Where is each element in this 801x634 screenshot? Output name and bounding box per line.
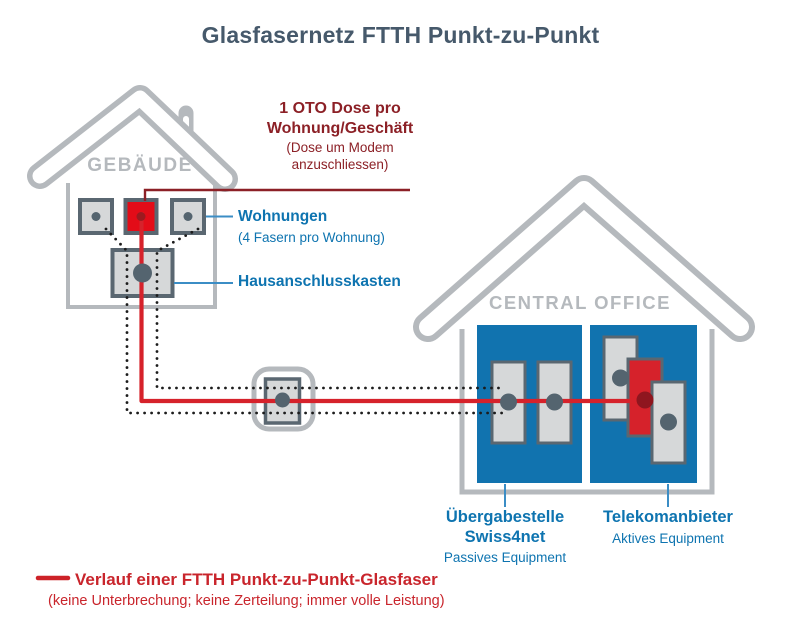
wohnungen-sublabel: (4 Fasern pro Wohnung) — [238, 230, 385, 245]
dot-active-1 — [612, 369, 629, 387]
oto-note: 1 OTO Dose pro Wohnung/Geschäft (Dose um… — [267, 99, 413, 173]
dot-passive-2 — [546, 393, 563, 411]
dot-active-2 — [660, 413, 677, 431]
oto-note-sub-line2: anzuschliessen) — [291, 157, 389, 172]
legend-subtitle: (keine Unterbrechung; keine Zerteilung; … — [48, 593, 445, 609]
diagram-title: Glasfasernetz FTTH Punkt-zu-Punkt — [201, 22, 600, 48]
dot-passive-1 — [500, 393, 517, 411]
dot-oto-left — [91, 212, 101, 221]
hausanschlusskasten-label: Hausanschlusskasten — [238, 273, 401, 290]
provider-label: Telekomanbieter — [603, 508, 733, 526]
dot-active-highlighted — [636, 391, 654, 409]
oto-socket-left — [78, 198, 114, 235]
fiber-dotted-line-a — [104, 227, 505, 415]
handover-label-line1: Übergabestelle — [445, 508, 565, 526]
label-connectors — [174, 215, 669, 507]
building-roof-hollow — [32, 90, 233, 187]
oto-note-sub-line1: (Dose um Modem — [286, 140, 394, 155]
oto-note-title-line2: Wohnung/Geschäft — [266, 120, 414, 137]
fiber-bundle-dotted-lines — [104, 227, 505, 415]
connection-dots — [91, 212, 677, 431]
provider-label-block: Telekomanbieter Aktives Equipment — [603, 508, 733, 547]
central-office-roof-hollow — [419, 181, 749, 336]
oto-note-title-line1: 1 OTO Dose pro — [279, 100, 401, 117]
central-office-label: CENTRAL OFFICE — [488, 292, 672, 313]
wohnungen-label: Wohnungen — [238, 208, 328, 225]
dot-hausanschlusskasten — [133, 263, 152, 283]
dot-junction — [275, 392, 290, 408]
connector-oto-note — [143, 188, 410, 201]
handover-label-block: Übergabestelle Swiss4net Passives Equipm… — [444, 508, 566, 566]
central-office-walls — [459, 329, 715, 495]
provider-sublabel: Aktives Equipment — [612, 530, 724, 546]
fiber-dotted-line-b — [155, 227, 505, 390]
handover-sublabel: Passives Equipment — [443, 550, 567, 565]
dot-oto-right — [183, 212, 193, 221]
handover-label-line2: Swiss4net — [464, 527, 546, 546]
building-label: GEBÄUDE — [87, 155, 193, 176]
central-office-house — [413, 175, 755, 495]
dot-oto-highlighted — [136, 212, 146, 221]
legend-title: Verlauf einer FTTH Punkt-zu-Punkt-Glasfa… — [75, 570, 438, 589]
